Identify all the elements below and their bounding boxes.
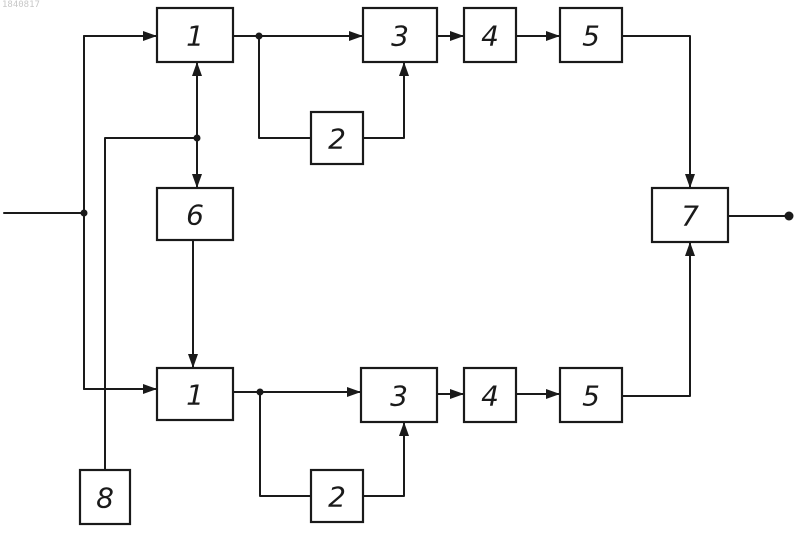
wire-1-to-2-bot	[260, 392, 311, 496]
block-label: 5	[582, 380, 600, 413]
block-label: 1	[186, 20, 204, 53]
block-label: 7	[681, 200, 699, 233]
arrow-6-to-1-bot	[188, 354, 198, 368]
junction-bot-split	[257, 389, 264, 396]
output-terminal	[785, 212, 794, 221]
block-label: 8	[96, 482, 114, 515]
block-b1-bot: 1	[157, 368, 233, 420]
wire-5-to-7-top	[622, 36, 690, 188]
block-label: 4	[481, 20, 499, 53]
arrow-to-7-top	[685, 174, 695, 188]
block-label: 5	[582, 20, 600, 53]
junction-control	[194, 135, 201, 142]
arrow-to-4-bot	[450, 389, 464, 399]
block-label: 4	[481, 380, 499, 413]
block-b5-bot: 5	[560, 368, 622, 422]
block-b2-top: 2	[311, 112, 363, 164]
arrow-to-4-top	[450, 31, 464, 41]
arrow-control-to-6	[192, 174, 202, 188]
junction-top-split	[256, 33, 263, 40]
block-label: 1	[186, 379, 204, 412]
arrow-to-7-bot	[685, 242, 695, 256]
arrow-to-3-bot	[347, 387, 361, 397]
block-label: 2	[328, 481, 346, 514]
arrow-2-to-3-bot	[399, 422, 409, 436]
block-b4-bot: 4	[464, 368, 516, 422]
arrow-to-1-top	[143, 31, 157, 41]
block-b3-bot: 3	[361, 368, 437, 422]
input-junction	[81, 210, 88, 217]
arrow-2-to-3-top	[399, 62, 409, 76]
arrow-to-5-top	[546, 31, 560, 41]
block-b1-top: 1	[157, 8, 233, 62]
block-label: 3	[390, 380, 408, 413]
connection-lines	[4, 31, 788, 496]
block-b2-bot: 2	[311, 470, 363, 522]
block-label: 2	[328, 123, 346, 156]
block-label: 3	[391, 20, 409, 53]
block-b6: 6	[157, 188, 233, 240]
arrow-to-3-top	[349, 31, 363, 41]
block-b3-top: 3	[363, 8, 437, 62]
wire-2-to-3-bot	[363, 422, 404, 496]
block-b5-top: 5	[560, 8, 622, 62]
arrow-to-1-bot	[143, 384, 157, 394]
block-b4-top: 4	[464, 8, 516, 62]
block-label: 6	[186, 199, 204, 232]
block-b8: 8	[80, 470, 130, 524]
wire-1-to-2-top	[259, 36, 311, 138]
arrow-control-to-1-top	[192, 62, 202, 76]
block-b7: 7	[652, 188, 728, 242]
arrow-to-5-bot	[546, 389, 560, 399]
wire-5-to-7-bot	[622, 242, 690, 396]
wire-2-to-3-top	[363, 62, 404, 138]
